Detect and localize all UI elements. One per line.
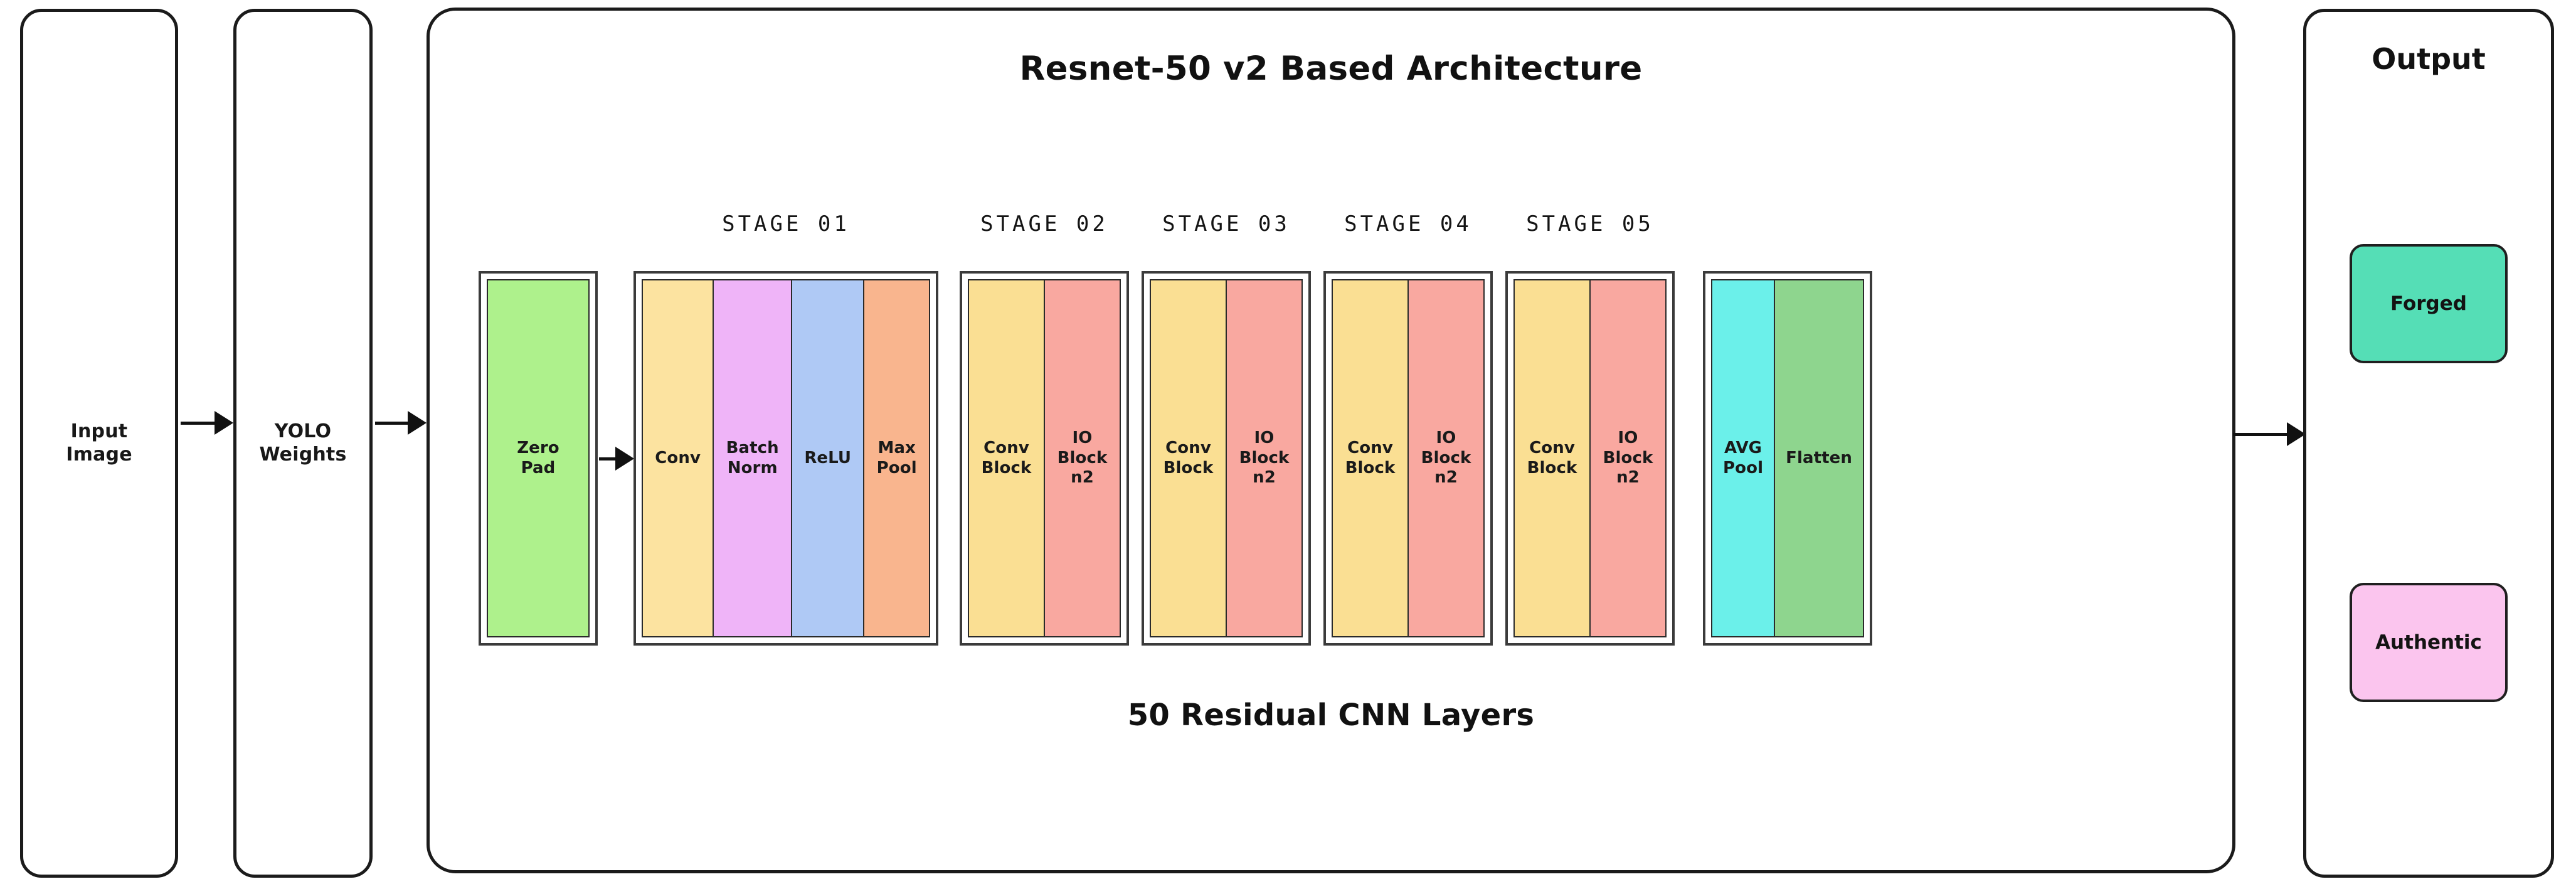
- arrow-zeropad-to-stage01: [599, 447, 634, 471]
- layer-cell-max-pool: Max Pool: [863, 279, 930, 637]
- output-chip-authentic-label: Authentic: [2375, 631, 2482, 654]
- arrow-architecture-to-output: [2233, 422, 2307, 446]
- layer-cell-zero-pad: Zero Pad: [487, 279, 590, 637]
- stage-caption-05: STAGE 05: [1526, 211, 1654, 237]
- layer-cell-io-block: IO Block n2: [1589, 279, 1667, 637]
- layer-cell-relu: ReLU: [791, 279, 865, 637]
- layer-label-conv-block: Conv Block: [1163, 438, 1214, 477]
- group-box-head: AVG Pool Flatten: [1703, 271, 1872, 646]
- output-title: Output: [2372, 42, 2486, 76]
- layer-label-batch-norm: Batch Norm: [726, 438, 779, 477]
- group-box-zero-pad: Zero Pad: [479, 271, 598, 646]
- output-chip-forged-label: Forged: [2390, 292, 2467, 315]
- layer-label-max-pool: Max Pool: [876, 438, 917, 477]
- output-chip-authentic[interactable]: Authentic: [2350, 583, 2508, 702]
- stage-caption-04: STAGE 04: [1344, 211, 1472, 237]
- layer-label-conv-block: Conv Block: [1527, 438, 1577, 477]
- group-box-stage-02: Conv Block IO Block n2: [960, 271, 1129, 646]
- layer-cell-conv-block: Conv Block: [968, 279, 1045, 637]
- layer-label-io-block: IO Block n2: [1603, 428, 1653, 487]
- stage-caption-02: STAGE 02: [980, 211, 1108, 237]
- output-chip-forged[interactable]: Forged: [2350, 244, 2508, 363]
- arrow-input-to-yolo: [181, 411, 233, 435]
- input-image-block: Input Image: [20, 9, 178, 878]
- architecture-panel: Resnet-50 v2 Based Architecture Zero Pad…: [427, 8, 2235, 873]
- layer-label-io-block: IO Block n2: [1057, 428, 1108, 487]
- layer-cell-conv: Conv: [642, 279, 714, 637]
- yolo-weights-block: YOLO Weights: [233, 9, 373, 878]
- layer-cell-io-block: IO Block n2: [1407, 279, 1485, 637]
- layer-label-relu: ReLU: [804, 448, 852, 467]
- group-box-stage-05: Conv Block IO Block n2: [1505, 271, 1675, 646]
- layer-cell-io-block: IO Block n2: [1226, 279, 1303, 637]
- yolo-weights-label: YOLO Weights: [259, 420, 347, 466]
- layer-label-io-block: IO Block n2: [1421, 428, 1471, 487]
- arrow-yolo-to-architecture: [375, 411, 429, 435]
- group-box-stage-04: Conv Block IO Block n2: [1323, 271, 1493, 646]
- layer-label-conv-block: Conv Block: [1345, 438, 1396, 477]
- output-panel: Output Forged Authentic: [2303, 9, 2554, 878]
- layer-label-flatten: Flatten: [1786, 448, 1853, 467]
- layer-cell-conv-block: Conv Block: [1332, 279, 1409, 637]
- input-image-label: Input Image: [66, 420, 132, 466]
- group-box-stage-01: Conv Batch Norm ReLU Max Pool: [633, 271, 938, 646]
- layer-label-avg-pool: AVG Pool: [1723, 438, 1764, 477]
- page-title: Resnet-50 v2 Based Architecture: [1019, 50, 1643, 88]
- layer-label-zero-pad: Zero Pad: [517, 438, 559, 477]
- layer-label-conv: Conv: [655, 448, 701, 467]
- residual-layers-caption: 50 Residual CNN Layers: [1127, 698, 1535, 733]
- layer-cell-batch-norm: Batch Norm: [713, 279, 793, 637]
- layer-label-io-block: IO Block n2: [1239, 428, 1290, 487]
- layer-cell-conv-block: Conv Block: [1150, 279, 1227, 637]
- layer-cell-conv-block: Conv Block: [1513, 279, 1591, 637]
- group-box-stage-03: Conv Block IO Block n2: [1142, 271, 1311, 646]
- stage-caption-01: STAGE 01: [722, 211, 850, 237]
- layer-cell-io-block: IO Block n2: [1044, 279, 1121, 637]
- layer-cell-flatten: Flatten: [1774, 279, 1865, 637]
- stage-caption-03: STAGE 03: [1162, 211, 1290, 237]
- layer-cell-avg-pool: AVG Pool: [1711, 279, 1776, 637]
- layer-label-conv-block: Conv Block: [981, 438, 1032, 477]
